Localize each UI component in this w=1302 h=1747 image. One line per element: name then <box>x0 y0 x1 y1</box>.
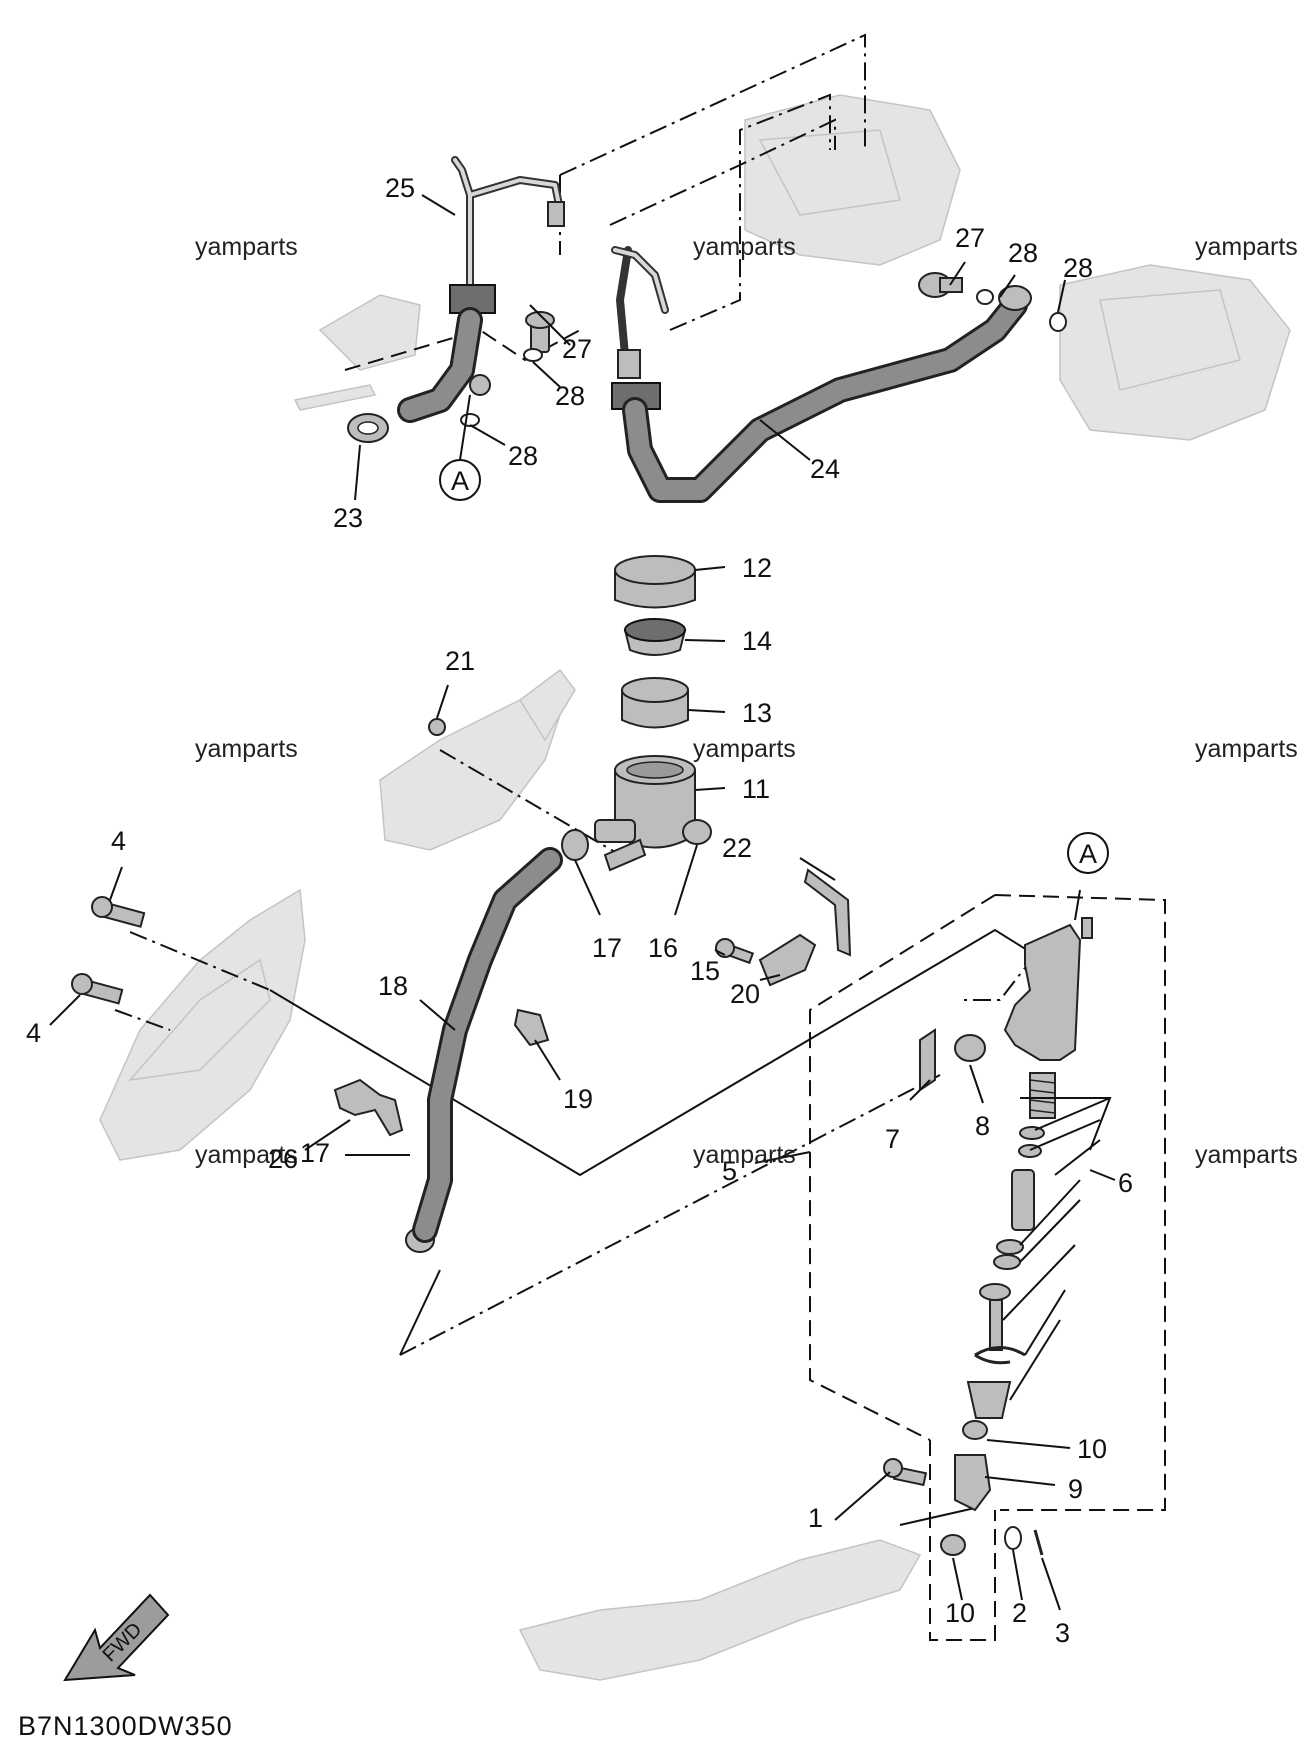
ghost-brake-pedal <box>518 1539 922 1681</box>
part-7-bolt <box>919 1028 936 1092</box>
watermark: yamparts <box>693 735 796 763</box>
watermark: yamparts <box>195 735 298 763</box>
ref-a-circle-top <box>439 459 481 501</box>
callout-18: 18 <box>378 971 408 1001</box>
part-10-nut-lower <box>940 1534 966 1556</box>
part-14-plate <box>623 618 687 656</box>
part-26-holder <box>333 1078 404 1137</box>
callout-21: 21 <box>445 646 475 676</box>
watermark: yamparts <box>693 1141 796 1169</box>
callout-10: 10 <box>945 1598 975 1628</box>
fwd-arrow: FWD <box>63 1593 170 1682</box>
watermark: yamparts <box>1195 1141 1298 1169</box>
callout-22: 22 <box>722 833 752 863</box>
callout-6: 6 <box>1118 1168 1133 1198</box>
ghost-rear-caliper <box>1059 264 1291 441</box>
callout-20: 20 <box>730 979 760 1009</box>
callout-16: 16 <box>648 933 678 963</box>
part-9-clevis <box>954 1454 992 1512</box>
callout-4: 4 <box>26 1018 41 1048</box>
ref-a-right: A <box>1079 839 1097 869</box>
watermark: yamparts <box>1195 735 1298 763</box>
part-10-nut-upper <box>962 1420 988 1440</box>
part-6-repair-kit <box>966 1072 1056 1419</box>
watermark: yamparts <box>195 233 298 261</box>
callout-28: 28 <box>1008 238 1038 268</box>
callout-11: 11 <box>742 774 770 804</box>
part-13-diaphragm <box>621 677 689 729</box>
callout-1: 1 <box>808 1503 823 1533</box>
watermarks: yamparts yamparts yamparts yamparts yamp… <box>195 233 1298 1169</box>
part-23-hose-clamp <box>347 413 389 443</box>
part-3-cotter-pin <box>1033 1529 1044 1556</box>
part-22-bracket <box>803 868 852 957</box>
callout-17: 17 <box>592 933 622 963</box>
ghost-frame-bracket <box>379 668 576 851</box>
callout-27: 27 <box>955 223 985 253</box>
callout-2: 2 <box>1012 1598 1027 1628</box>
ref-a-top: A <box>451 466 469 496</box>
watermark: yamparts <box>1195 233 1298 261</box>
part-1-bolt <box>883 1458 928 1487</box>
callout-3: 3 <box>1055 1618 1070 1648</box>
part-12-reservoir-cap <box>614 555 696 609</box>
part-21-nut <box>428 718 446 736</box>
callout-7: 7 <box>885 1124 900 1154</box>
callout-8: 8 <box>975 1111 990 1141</box>
part-25-brake-pipe <box>449 156 565 314</box>
part-11-reservoir <box>594 755 696 872</box>
callout-10: 10 <box>1077 1434 1107 1464</box>
callout-19: 19 <box>563 1084 593 1114</box>
ghost-bracket-top <box>293 294 421 411</box>
callout-28: 28 <box>555 381 585 411</box>
part-15-bolt <box>715 938 755 965</box>
callout-numbers: 25 27 28 28 23 24 27 28 28 12 14 13 11 2… <box>26 173 1133 1648</box>
watermark: yamparts <box>195 1141 298 1169</box>
callout-leaders <box>49 194 1116 1611</box>
callout-24: 24 <box>810 454 840 484</box>
callout-23: 23 <box>333 503 363 533</box>
callout-15: 15 <box>690 956 720 986</box>
part-4-bolt-lower <box>71 973 124 1005</box>
part-27-union-bolt-left <box>525 311 555 353</box>
callout-25: 25 <box>385 173 415 203</box>
ref-a-circle-right <box>1067 832 1109 874</box>
callout-13: 13 <box>742 698 772 728</box>
part-17-clip-top <box>561 829 589 861</box>
callout-26: 26 <box>268 1144 298 1174</box>
part-20-stay <box>758 933 817 987</box>
ghost-engine-case <box>99 888 306 1161</box>
diagram-code: B7N1300DW350 <box>18 1711 233 1741</box>
callout-9: 9 <box>1068 1474 1083 1504</box>
part-master-cylinder <box>1003 917 1093 1061</box>
part-24-brake-hose <box>611 246 1032 503</box>
callout-17: 17 <box>300 1138 330 1168</box>
callout-5: 5 <box>722 1156 737 1186</box>
part-hose-short <box>397 307 491 423</box>
watermark: yamparts <box>693 233 796 261</box>
ref-A-circles: A A <box>439 459 1109 874</box>
callout-28: 28 <box>1063 253 1093 283</box>
part-19-switch <box>513 1008 550 1047</box>
callout-14: 14 <box>742 626 772 656</box>
part-8-boot <box>954 1034 986 1062</box>
part-4-bolt-upper <box>91 896 146 928</box>
part-16-grommet <box>682 819 712 845</box>
callout-27: 27 <box>562 334 592 364</box>
callout-4: 4 <box>111 826 126 856</box>
part-2-washer <box>1004 1526 1022 1550</box>
callout-28: 28 <box>508 441 538 471</box>
callout-12: 12 <box>742 553 772 583</box>
